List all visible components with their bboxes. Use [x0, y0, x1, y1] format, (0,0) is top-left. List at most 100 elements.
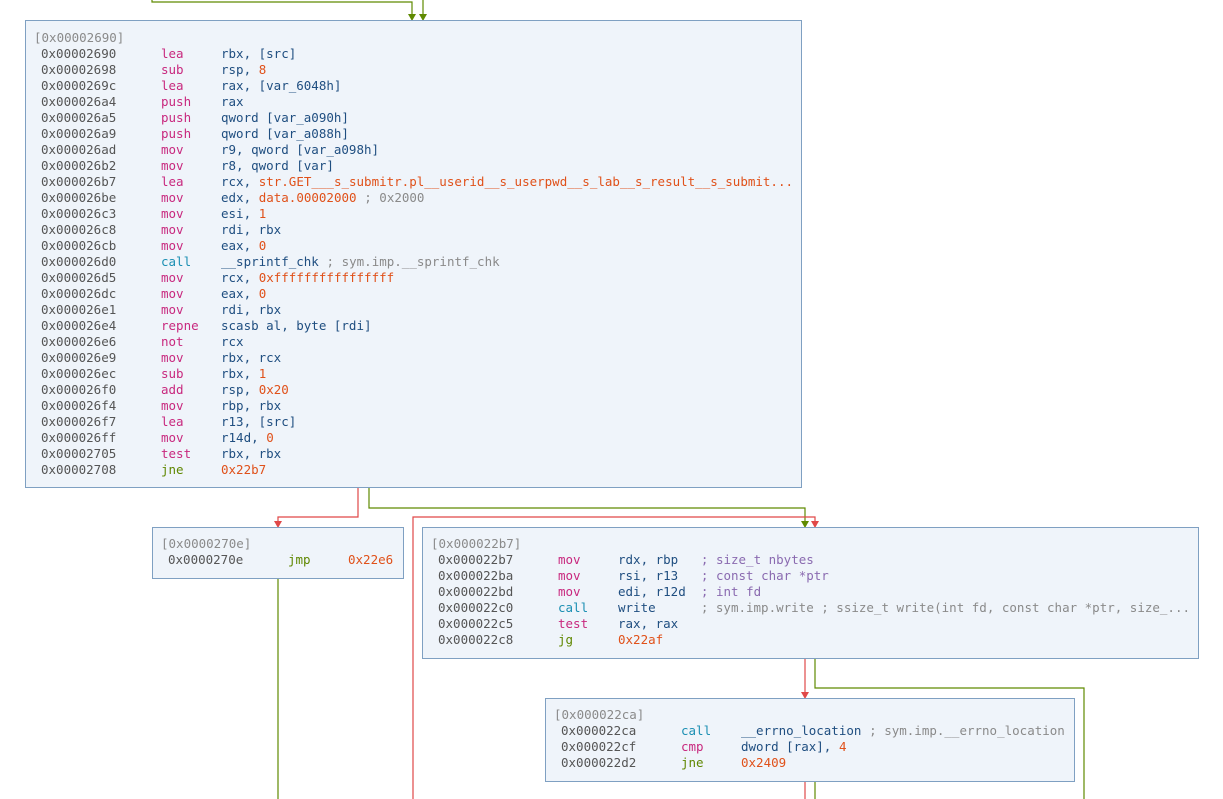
instruction-mnemonic: jne: [161, 462, 184, 477]
instruction-address: 0x00002705: [41, 446, 117, 461]
instruction-mnemonic: mov: [558, 568, 581, 583]
instruction-operand: 0x22e6: [348, 552, 394, 567]
instruction-mnemonic: test: [558, 616, 589, 631]
instruction-operand: 8: [258, 62, 267, 77]
instruction-operand: rbp, rbx: [221, 398, 282, 413]
instruction-operand: rax, rax: [618, 616, 679, 631]
instruction-address: 0x000026f0: [41, 382, 117, 397]
instruction-address: 0x000026a9: [41, 126, 117, 141]
instruction-mnemonic: jne: [681, 755, 704, 770]
instruction-operand: rdi, rbx: [221, 222, 282, 237]
instruction-mnemonic: call: [681, 723, 712, 738]
instruction-operand: write: [618, 600, 656, 615]
instruction-operand: eax,: [221, 286, 259, 301]
edge-incoming-1: [151, 0, 416, 21]
instruction-address: 0x000026dc: [41, 286, 117, 301]
instruction-mnemonic: mov: [161, 158, 184, 173]
instruction-operand: 0x22b7: [221, 462, 267, 477]
instruction-address: 0x000022bd: [438, 584, 514, 599]
instruction-comment: ; sym.imp.write ; ssize_t write(int fd, …: [655, 600, 1191, 615]
instruction-mnemonic: mov: [161, 398, 184, 413]
instruction-operand: 0: [258, 238, 267, 253]
instruction-operand: r14d,: [221, 430, 267, 445]
instruction-mnemonic: mov: [161, 206, 184, 221]
instruction-comment: ; size_t nbytes: [678, 552, 814, 567]
instruction-operand: 0x20: [258, 382, 289, 397]
instruction-operand: rbx, rcx: [221, 350, 282, 365]
instruction-mnemonic: lea: [161, 414, 184, 429]
instruction-address: 0x000026e9: [41, 350, 117, 365]
instruction-address: 0x000026be: [41, 190, 117, 205]
instruction-operand: rbx, rbx: [221, 446, 282, 461]
instruction-operand: qword [var_a088h]: [221, 126, 349, 141]
instruction-operand: r13, [src]: [221, 414, 297, 429]
block-header-label: [0x0000270e]: [161, 536, 252, 551]
instruction-address: 0x000026d5: [41, 270, 117, 285]
instruction-operand: rdx, rbp: [618, 552, 679, 567]
instruction-address: 0x000022ca: [561, 723, 637, 738]
instruction-address: 0x000026c3: [41, 206, 117, 221]
instruction-mnemonic: mov: [161, 222, 184, 237]
edge-jne-22b7: [368, 488, 809, 528]
instruction-address: 0x000026cb: [41, 238, 117, 253]
instruction-operand: 0: [258, 286, 267, 301]
instruction-comment: ; sym.imp.__sprintf_chk: [319, 254, 500, 269]
instruction-address: 0x000022d2: [561, 755, 637, 770]
instruction-operand: rbx, [src]: [221, 46, 297, 61]
instruction-operand: __sprintf_chk: [221, 254, 319, 269]
instruction-operand: qword [var_a090h]: [221, 110, 349, 125]
instruction-address: 0x000026e6: [41, 334, 117, 349]
instruction-operand: rcx: [221, 334, 244, 349]
instruction-operand: __errno_location: [741, 723, 862, 738]
instruction-comment: ; int fd: [685, 584, 762, 599]
block-header-label: [0x000022b7]: [431, 536, 522, 551]
instruction-mnemonic: sub: [161, 366, 184, 381]
instruction-mnemonic: add: [161, 382, 184, 397]
instruction-operand: 1: [258, 366, 267, 381]
instruction-operand: 0x22af: [618, 632, 664, 647]
instruction-mnemonic: lea: [161, 174, 184, 189]
instruction-mnemonic: mov: [558, 584, 581, 599]
